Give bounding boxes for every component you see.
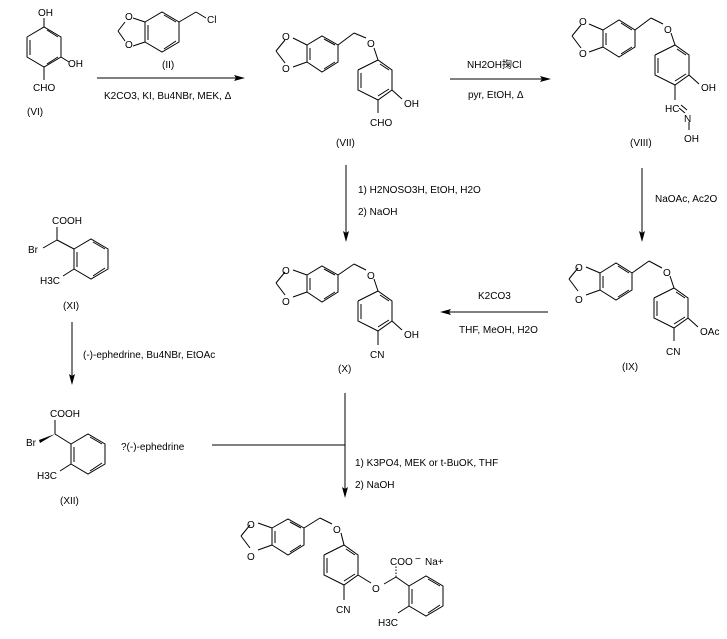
product-ether-o: O (333, 525, 341, 536)
compound-X: O O O OH CN (X) (275, 263, 419, 375)
product-o2: O (247, 552, 255, 563)
r7-step2: 2) NaOH (355, 480, 394, 491)
vii-ether-o: O (367, 39, 375, 50)
compound-label-XII: (XII) (60, 496, 79, 507)
r6-conditions: (-)-ephedrine, Bu4NBr, EtOAc (83, 350, 215, 361)
vii-cho: CHO (370, 118, 392, 129)
compound-label-VIII: (VIII) (630, 138, 652, 149)
ix-ether-o: O (663, 268, 671, 279)
r4-conditions: NaOAc, Ac2O (655, 194, 717, 205)
xi-br: Br (28, 245, 39, 256)
reaction-arrow-5: K2CO3 THF, MeOH, H2O (440, 291, 548, 336)
ephedrine-salt-label: ?(-)-ephedrine (121, 442, 185, 453)
compound-label-IX: (IX) (622, 362, 638, 373)
vii-o1: O (282, 32, 290, 43)
compound-XI: COOH Br H3C (XI) (28, 216, 109, 312)
compound-VIII: O O O OH HC N OH (VIII) (571, 17, 716, 149)
compound-label-VI: (VI) (27, 107, 43, 118)
viii-n-oh: OH (684, 134, 699, 145)
x-o1: O (282, 266, 290, 277)
viii-o2: O (579, 49, 587, 60)
viii-ether-o: O (664, 25, 672, 36)
x-ether-o: O (367, 271, 375, 282)
vi-oh-right: OH (68, 59, 83, 70)
compound-label-X: (X) (338, 364, 351, 375)
r2-conditions: pyr, EtOH, Δ (468, 90, 524, 101)
viii-hc: HC (665, 104, 679, 115)
reaction-arrow-7: 1) K3PO4, MEK or t-BuOK, THF 2) NaOH (212, 393, 498, 498)
compound-IX: O O O OAc CN (IX) (568, 260, 719, 373)
viii-n: N (684, 114, 691, 125)
compound-XII: COOH Br H3C (XII) (26, 409, 106, 507)
compound-VII: O O O OH CHO (VII) (275, 32, 419, 149)
product-na: Na+ (425, 557, 444, 568)
xi-cooh: COOH (52, 216, 82, 227)
xi-h3c: H3C (40, 276, 60, 287)
vi-oh-top: OH (38, 8, 53, 19)
ix-o2: O (575, 295, 583, 306)
product-cn: CN (336, 605, 350, 616)
viii-oh: OH (701, 83, 716, 94)
x-cn: CN (370, 350, 384, 361)
vi-cho: CHO (33, 83, 55, 94)
product-coo: COO (390, 557, 413, 568)
x-o2: O (282, 297, 290, 308)
vii-oh: OH (404, 99, 419, 110)
r3-step1: 1) H2NOSO3H, EtOH, H2O (358, 185, 481, 196)
vii-o2: O (282, 64, 290, 75)
r1-conditions: K2CO3, KI, Bu4NBr, MEK, Δ (104, 91, 232, 102)
product-charge: − (415, 554, 421, 565)
product-h3c: H3C (378, 618, 398, 629)
r5-conditions: THF, MeOH, H2O (459, 325, 538, 336)
xii-br: Br (26, 438, 37, 449)
viii-o1: O (579, 17, 587, 28)
ii-o1: O (125, 12, 133, 23)
compound-product: O O O O CN COO − Na+ H3C (240, 517, 444, 629)
xii-cooh: COOH (50, 409, 80, 420)
reaction-arrow-4: NaOAc, Ac2O (639, 168, 717, 242)
ii-o2: O (125, 40, 133, 51)
compound-label-VII: (VII) (336, 138, 355, 149)
ix-cn: CN (666, 347, 680, 358)
r5-reagent: K2CO3 (478, 291, 511, 302)
x-oh: OH (404, 330, 419, 341)
r2-reagent: NH2OH掬Cl (467, 58, 521, 71)
xii-h3c: H3C (37, 471, 57, 482)
ii-cl: Cl (207, 15, 216, 26)
r1-reagent: (II) (162, 60, 174, 71)
reaction-arrow-3: 1) H2NOSO3H, EtOH, H2O 2) NaOH (343, 165, 481, 242)
product-ether-o2: O (372, 584, 380, 595)
r3-step2: 2) NaOH (358, 207, 397, 218)
reaction-arrow-2: NH2OH掬Cl pyr, EtOH, Δ (450, 58, 551, 101)
r7-step1: 1) K3PO4, MEK or t-BuOK, THF (355, 458, 498, 469)
reaction-arrow-6: (-)-ephedrine, Bu4NBr, EtOAc (69, 322, 215, 385)
compound-II: O O Cl (117, 11, 216, 53)
compound-VI: OH OH CHO (VI) (26, 8, 83, 118)
product-o1: O (247, 520, 255, 531)
ix-o1: O (575, 263, 583, 274)
reaction-arrow-1: (II) K2CO3, KI, Bu4NBr, MEK, Δ (97, 60, 245, 102)
ix-oac: OAc (700, 327, 719, 338)
compound-label-XI: (XI) (63, 301, 79, 312)
